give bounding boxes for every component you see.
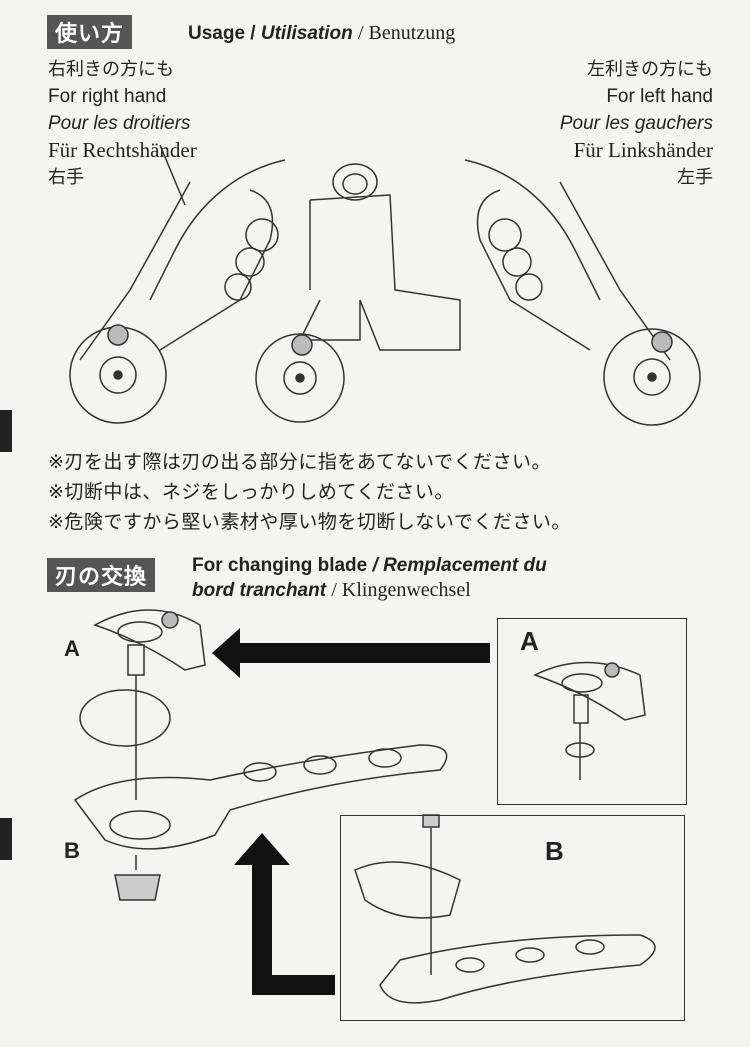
note-item: ※切断中は、ネジをしっかりしめてください。	[48, 481, 454, 503]
label-b: B	[64, 838, 80, 863]
box-a-illustration	[533, 661, 646, 780]
detail-box-b	[340, 815, 685, 1021]
right-hand-cutter-illustration	[69, 144, 286, 424]
cutter-body-b-illustration	[73, 744, 448, 901]
left-hand-jp: 左利きの方にも	[587, 59, 713, 80]
left-hand-labels: 左利きの方にも For left hand Pour les gauchers …	[560, 56, 713, 191]
blade-change-title-de: / Klingenwechsel	[331, 579, 471, 601]
blade-change-title-fr-2: bord tranchant	[192, 580, 327, 601]
usage-title-en: Usage /	[188, 23, 256, 44]
right-hand-en: For right hand	[48, 86, 167, 107]
center-grip-cutter-illustration	[255, 163, 461, 423]
note-item: ※危険ですから堅い素材や厚い物を切断しないでください。	[48, 511, 571, 533]
left-hand-jp-short: 左手	[677, 167, 713, 188]
box-b-illustration	[354, 814, 656, 1004]
left-hand-de: Für Linkshänder	[573, 138, 713, 162]
edge-tab-mark	[0, 410, 12, 452]
blade-change-badge: 刃の交換	[47, 558, 156, 592]
left-hand-fr: Pour les gauchers	[559, 113, 713, 134]
right-hand-jp: 右利きの方にも	[48, 59, 174, 80]
right-hand-de: Für Rechtshänder	[48, 138, 197, 162]
arrow-l-shape-icon	[234, 833, 335, 995]
blade-change-title-en: For changing blade	[192, 555, 368, 576]
right-hand-jp-short: 右手	[48, 167, 84, 188]
safety-notes: ※刃を出す際は刃の出る部分に指をあてないでください。 ※切断中は、ネジをしっかり…	[48, 447, 571, 537]
edge-tab-mark	[0, 818, 12, 860]
right-hand-fr: Pour les droitiers	[48, 113, 191, 134]
usage-title-fr: Utilisation	[260, 23, 353, 44]
usage-title-de: / Benutzung	[358, 22, 456, 44]
usage-title: Usage / Utilisation / Benutzung	[188, 22, 455, 45]
blade-change-title: For changing blade / Remplacement du bor…	[192, 553, 547, 603]
blade-change-title-fr: / Remplacement du	[372, 555, 547, 576]
detail-box-a	[497, 618, 687, 805]
usage-badge: 使い方	[47, 15, 133, 49]
label-a: A	[64, 636, 80, 661]
blade-disc-illustration	[79, 689, 171, 747]
right-hand-labels: 右利きの方にも For right hand Pour les droitier…	[48, 56, 197, 191]
blade-cover-a-illustration	[93, 609, 206, 800]
note-item: ※刃を出す際は刃の出る部分に指をあてないでください。	[48, 451, 551, 473]
box-label-a: A	[520, 626, 539, 656]
left-hand-cutter-illustration	[464, 159, 701, 426]
box-label-b: B	[545, 836, 564, 866]
left-hand-en: For left hand	[606, 86, 713, 107]
arrow-left-icon	[212, 628, 490, 678]
